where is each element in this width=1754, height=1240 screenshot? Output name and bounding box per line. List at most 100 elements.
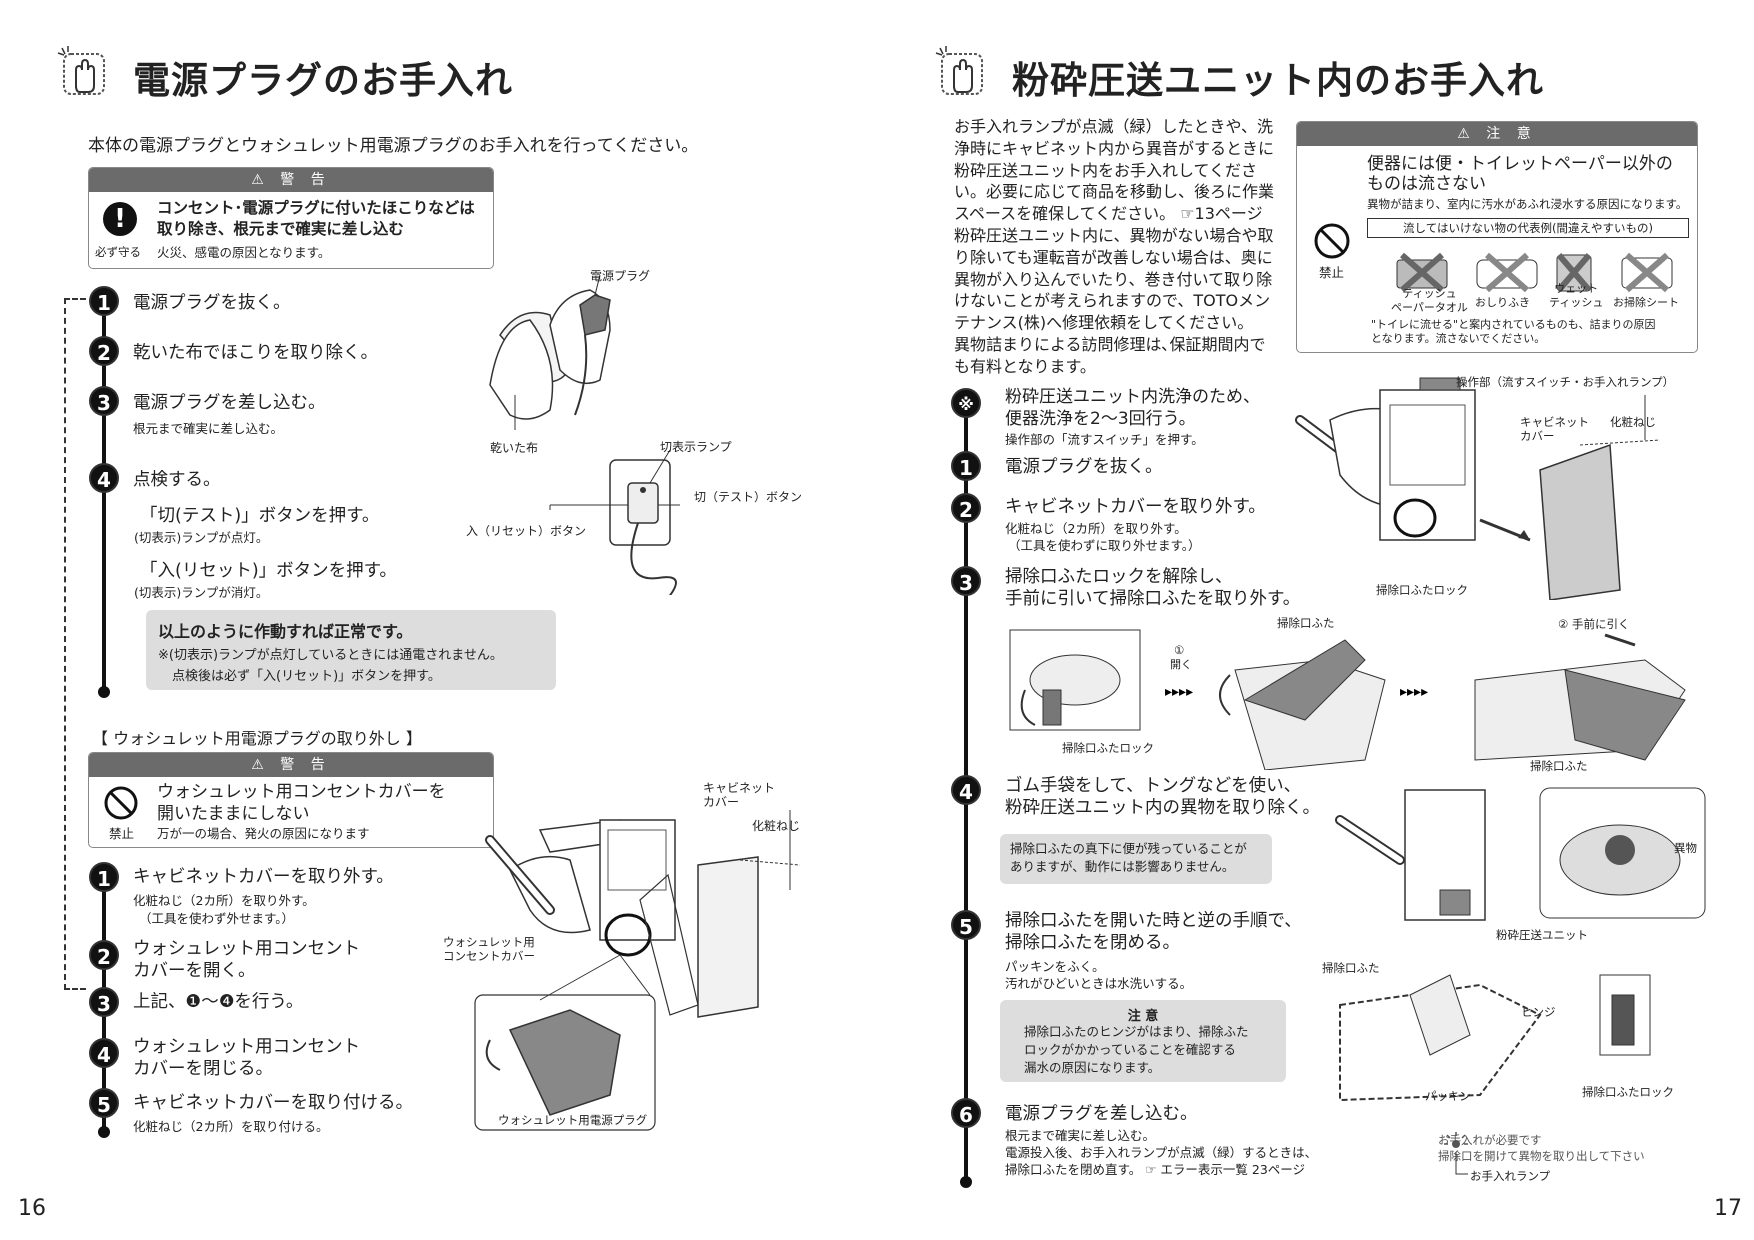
step-text: 掃除口ふたを開いた時と逆の手順で、	[1005, 911, 1302, 931]
caution-line: ものは流さない	[1367, 174, 1486, 194]
step-line-end	[960, 1176, 972, 1188]
intro-line: 浄時にキャビネット内から異音がするときに	[954, 138, 1275, 158]
fig-label: キャビネット	[1520, 415, 1589, 429]
fig-label: 異物	[1674, 841, 1697, 855]
intro-line: り除いても運転音が改善しない場合は、奥に	[954, 247, 1273, 267]
fig-label: 粉砕圧送ユニット	[1496, 928, 1588, 942]
step-text: 掃除口ふたを閉める。	[1005, 933, 1180, 953]
warning-line: 取り除き、根元まで確実に差し込む	[157, 220, 404, 238]
caution-line: 便器には便・トイレットペーパー以外の	[1367, 154, 1673, 174]
item-label: ティッシュ	[1402, 287, 1457, 300]
intro-line: 異物詰まりによる訪問修理は､保証期間内で	[954, 334, 1266, 354]
note-line: ロックがかかっていることを確認する	[1024, 1042, 1236, 1057]
step-text: 電源プラグを差し込む。	[133, 393, 326, 413]
step-line-end	[98, 686, 110, 698]
foreign-object-illustration	[1335, 787, 1706, 921]
step-text: カバーを閉じる。	[133, 1059, 273, 1079]
step-line-end	[98, 1126, 110, 1138]
step-sub: 電源投入後、お手入れランプが点滅（緑）するときは、	[1005, 1145, 1318, 1160]
fig-label: コンセントカバー	[443, 949, 535, 963]
fig-label: 電源プラグ	[590, 269, 651, 283]
intro-line: 粉砕圧送ユニット内に、異物がない場合や取	[954, 225, 1274, 245]
step-number: 2	[89, 940, 119, 970]
page-title: 粉砕圧送ユニット内のお手入れ	[1012, 59, 1544, 102]
icon-label: 禁止	[109, 826, 135, 841]
caution-note-box: 注 意 掃除口ふたのヒンジがはまり、掃除ふた ロックがかかっていることを確認する…	[1000, 1000, 1286, 1082]
step-text: カバーを開く。	[133, 961, 256, 981]
fig-label: カバー	[703, 795, 740, 809]
page-number: 16	[18, 1196, 46, 1221]
fig-label: 掃除口ふたロック	[1062, 741, 1154, 755]
step-number: 1	[89, 286, 119, 316]
step-sub: 汚れがひどいときは水洗いする。	[1005, 976, 1193, 991]
ok-title: 以上のように作動すれば正常です。	[158, 622, 413, 641]
ok-note: ※(切表示)ランプが点灯しているときには通電されません。	[158, 648, 503, 663]
page-number: 17	[1714, 1196, 1742, 1221]
intro-text: 本体の電源プラグとウォシュレット用電源プラグのお手入れを行ってください。	[88, 136, 699, 156]
examples-title: 流してはいけない物の代表例(間違えやすいもの)	[1367, 218, 1689, 238]
svg-text:▸▸▸▸: ▸▸▸▸	[1165, 684, 1193, 700]
step-text: ゴム手袋をして、トングなどを使い、	[1005, 776, 1302, 796]
check-sub: (切表示)ランプが消灯。	[134, 585, 269, 600]
step-sub: 根元まで確実に差し込む。	[133, 421, 284, 436]
caution-note: 異物が詰まり、室内に汚水があふれ浸水する原因になります。	[1367, 197, 1688, 211]
fig-label: ①	[1174, 643, 1185, 657]
step-sub: 化粧ねじ（2カ所）を取り付ける。	[133, 1119, 329, 1134]
check-sub: (切表示)ランプが点灯。	[134, 530, 269, 545]
step-sub: 化粧ねじ（2カ所）を取り外す。	[133, 893, 315, 908]
step-number: 3	[951, 566, 981, 596]
fig-label: 化粧ねじ	[752, 819, 801, 833]
intro-line: い。必要に応じて商品を移動し、後ろに作業	[954, 182, 1275, 202]
intro-line: テナンス(株)へ修理依頼をしてください。	[954, 313, 1254, 333]
fig-label: 掃除口ふたロック	[1376, 583, 1468, 597]
step-text: 上記、❶～❹を行う。	[133, 992, 304, 1012]
fig-label: 掃除口ふた	[1322, 961, 1380, 975]
caution-box: ⚠ 注 意 便器には便・トイレットペーパー以外の ものは流さない 異物が詰まり、…	[1296, 121, 1698, 353]
lamp-message: 掃除口を開けて異物を取り出して下さい	[1438, 1149, 1645, 1163]
prohibited-items-icons	[1396, 252, 1673, 293]
fig-label: 掃除口ふたロック	[1582, 1085, 1674, 1099]
fig-label: 化粧ねじ	[1610, 415, 1656, 429]
fig-label: 掃除口ふた	[1277, 616, 1335, 630]
prohibited-icon	[1314, 223, 1350, 259]
fig-label: 切表示ランプ	[660, 440, 732, 454]
check-text: 「入(リセット)」ボタンを押す。	[140, 561, 397, 581]
warning-note: 万が一の場合、発火の原因になります	[157, 826, 370, 841]
warning-box: ⚠ 警 告 禁止 ウォシュレット用コンセントカバーを 開いたままにしない 万が一…	[88, 752, 494, 848]
icon-label: 禁止	[1319, 265, 1345, 280]
lid-removal-sequence: ▸▸▸▸ ▸▸▸▸	[1009, 629, 1686, 770]
note-box: 掃除口ふたの真下に便が残っていることが ありますが、動作には影響ありません。	[1000, 834, 1272, 884]
step-number: 3	[89, 386, 119, 416]
fig-label: パッキン	[1425, 1089, 1471, 1103]
item-label: お掃除シート	[1613, 296, 1679, 309]
note-line: 掃除口ふたの真下に便が残っていることが	[1010, 841, 1247, 856]
fig-label: ② 手前に引く	[1558, 617, 1630, 631]
section-heading: 【 ウォシュレット用電源プラグの取り外し 】	[92, 729, 422, 748]
step-text: 乾いた布でほこりを取り除く。	[133, 343, 378, 363]
prohibited-icon	[104, 786, 138, 820]
step-sub: パッキンをふく。	[1005, 959, 1105, 974]
hand-icon	[57, 46, 105, 95]
unit-overview-illustration	[1295, 377, 1661, 600]
intro-line: スペースを確保してください。 ☞13ページ	[954, 204, 1263, 224]
fig-label: ウォシュレット用電源プラグ	[498, 1113, 648, 1127]
warning-header: ⚠ 警 告	[89, 168, 493, 192]
step-number: 4	[951, 775, 981, 805]
intro-line: 粉砕圧送ユニット内をお手入れしてくださ	[954, 160, 1258, 180]
fig-label: ヒンジ	[1521, 1005, 1556, 1019]
step-number: 4	[89, 1038, 119, 1068]
step-number: 5	[951, 910, 981, 940]
step-text: 電源プラグを抜く。	[1005, 457, 1163, 477]
hand-icon	[935, 46, 983, 95]
intro-line: も有料となります。	[954, 356, 1096, 376]
intro-line: けないことが考えられますので、TOTOメン	[954, 291, 1271, 311]
step-text: キャビネットカバーを取り付ける。	[133, 1093, 413, 1113]
step-number: 2	[89, 336, 119, 366]
step-sub: 操作部の「流すスイッチ」を押す。	[1005, 432, 1204, 447]
step-number: 4	[89, 463, 119, 493]
fig-label: カバー	[1520, 429, 1555, 443]
step-number: 5	[89, 1088, 119, 1118]
step-text: 電源プラグを抜く。	[133, 293, 291, 313]
fig-label: お手入れランプ	[1470, 1169, 1551, 1183]
cabinet-illustration	[474, 810, 801, 1131]
